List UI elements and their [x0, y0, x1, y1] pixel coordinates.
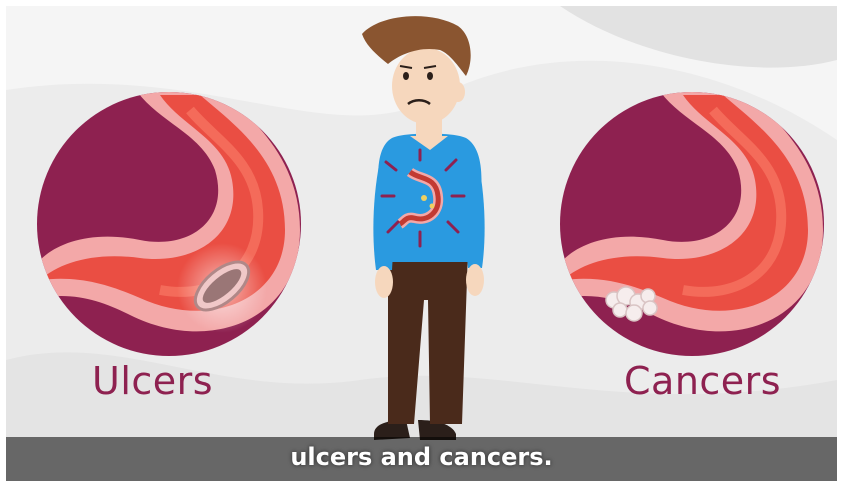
video-subtitle: ulcers and cancers.	[0, 443, 843, 471]
ulcers-label: Ulcers	[92, 359, 213, 403]
cancers-label: Cancers	[624, 359, 781, 403]
